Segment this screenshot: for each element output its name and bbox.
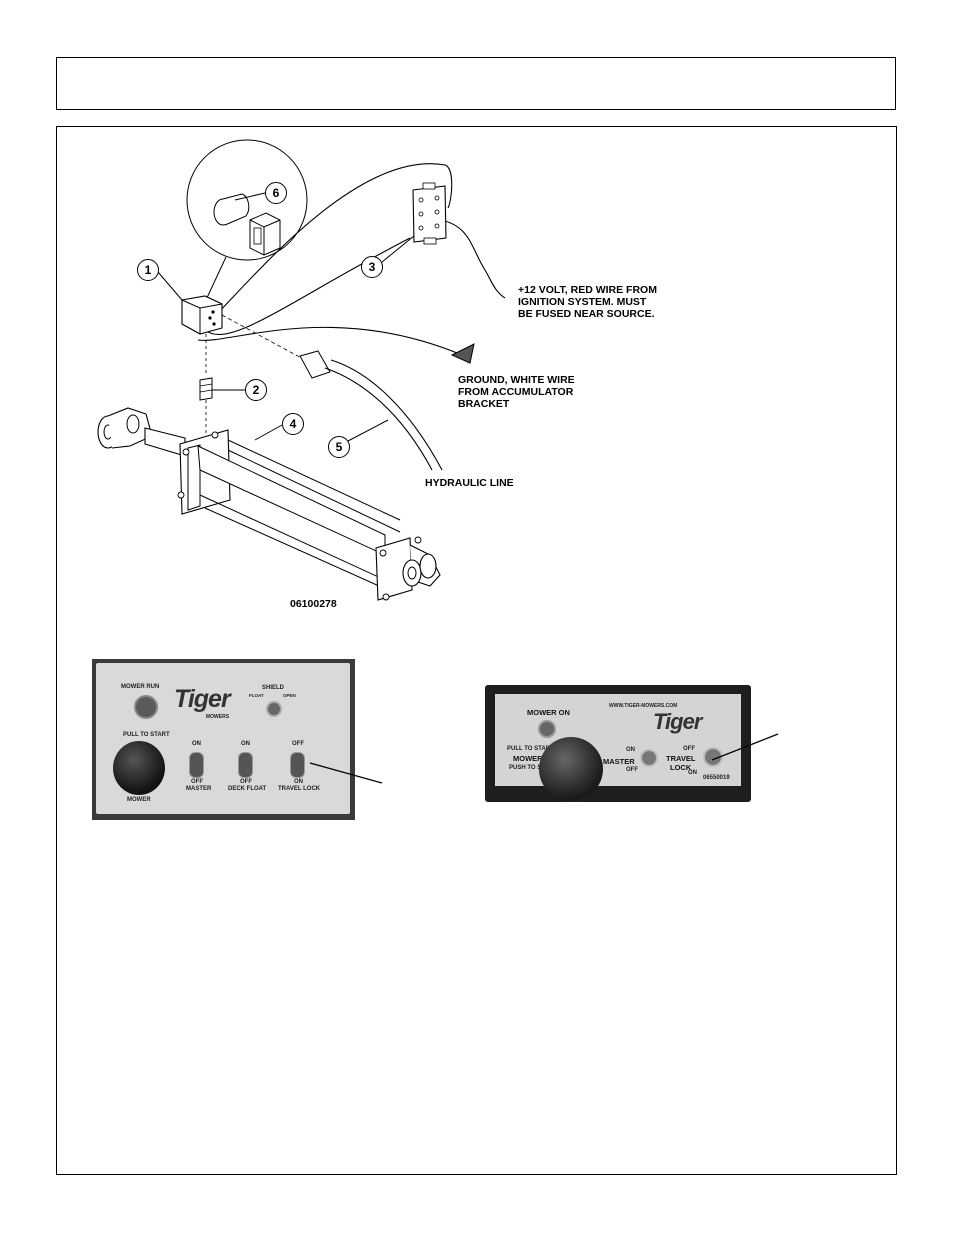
mower-on-indicator-icon bbox=[538, 720, 556, 738]
deck-float-off-label: OFF bbox=[240, 779, 252, 785]
ground-wire-label: GROUND, WHITE WIRE FROM ACCUMULATOR BRAC… bbox=[458, 374, 575, 410]
tiger-logo-right: Tiger bbox=[653, 709, 702, 734]
pull-to-start-label: PULL TO START bbox=[123, 732, 170, 738]
callout-1: 1 bbox=[137, 259, 159, 281]
tiger-logo: Tiger bbox=[174, 685, 231, 713]
power-wire-label: +12 VOLT, RED WIRE FROM IGNITION SYSTEM.… bbox=[518, 284, 657, 320]
deck-float-label: DECK FLOAT bbox=[228, 786, 267, 792]
mower-start-knob[interactable] bbox=[113, 741, 165, 795]
mower-run-indicator-icon bbox=[134, 695, 158, 719]
mower-on-label: MOWER ON bbox=[527, 708, 570, 717]
callout-4: 4 bbox=[282, 413, 304, 435]
callout-2: 2 bbox=[245, 379, 267, 401]
master-off-label-right: OFF bbox=[626, 767, 638, 773]
master-toggle[interactable] bbox=[189, 752, 204, 778]
travel-label-right: TRAVEL bbox=[666, 754, 696, 763]
push-to-stop-label: PUSH TO STOP bbox=[509, 765, 554, 771]
content-frame bbox=[56, 126, 897, 1175]
travel-lock-toggle[interactable] bbox=[290, 752, 305, 778]
deck-float-toggle[interactable] bbox=[238, 752, 253, 778]
left-panel-pointer bbox=[309, 762, 383, 784]
travel-lock-label: TRAVEL LOCK bbox=[278, 786, 321, 792]
mower-run-label: MOWER RUN bbox=[121, 684, 160, 690]
mower-start-knob-right[interactable] bbox=[539, 737, 603, 801]
callout-5: 5 bbox=[328, 436, 350, 458]
callout-3: 3 bbox=[361, 256, 383, 278]
header-box bbox=[56, 57, 896, 110]
shield-float-label: FLOAT bbox=[249, 693, 264, 698]
master-on-label: ON bbox=[192, 741, 201, 747]
right-panel-pointer bbox=[711, 733, 779, 761]
master-switch-right[interactable] bbox=[640, 749, 658, 767]
logo-subtitle: MOWERS bbox=[206, 714, 230, 720]
master-on-label-right: ON bbox=[626, 747, 635, 753]
hydraulic-line-label: HYDRAULIC LINE bbox=[425, 477, 514, 489]
master-label: MASTER bbox=[186, 786, 212, 792]
callout-6: 6 bbox=[265, 182, 287, 204]
shield-toggle[interactable] bbox=[266, 701, 282, 717]
travel-lock-off-label: OFF bbox=[292, 741, 304, 747]
mower-knob-label: MOWER bbox=[127, 797, 151, 803]
website-label: WWW.TIGER-MOWERS.COM bbox=[609, 703, 678, 709]
travel-lock-switch-right[interactable] bbox=[703, 747, 723, 767]
lock-label-right: LOCK bbox=[670, 763, 692, 772]
shield-label: SHIELD bbox=[262, 685, 285, 691]
diagram-part-number: 06100278 bbox=[290, 598, 337, 610]
control-panel-photo-right: MOWER ON WWW.TIGER-MOWERS.COM Tiger PULL… bbox=[485, 685, 751, 802]
pull-to-start-label-right: PULL TO START bbox=[507, 746, 554, 752]
travel-on-label-right: ON bbox=[688, 770, 697, 776]
control-panel-photo-left: MOWER RUN Tiger MOWERS SHIELD FLOAT OPEN… bbox=[92, 659, 355, 820]
master-label-right: MASTER bbox=[603, 757, 635, 766]
shield-open-label: OPEN bbox=[283, 693, 296, 698]
panel-face-right bbox=[495, 694, 741, 786]
master-off-label: OFF bbox=[191, 779, 203, 785]
travel-lock-on-label: ON bbox=[294, 779, 303, 785]
right-panel-part-number: 06550019 bbox=[703, 775, 730, 781]
deck-float-on-label: ON bbox=[241, 741, 250, 747]
mower-label-right: MOWER bbox=[513, 754, 543, 763]
travel-off-label-right: OFF bbox=[683, 746, 695, 752]
